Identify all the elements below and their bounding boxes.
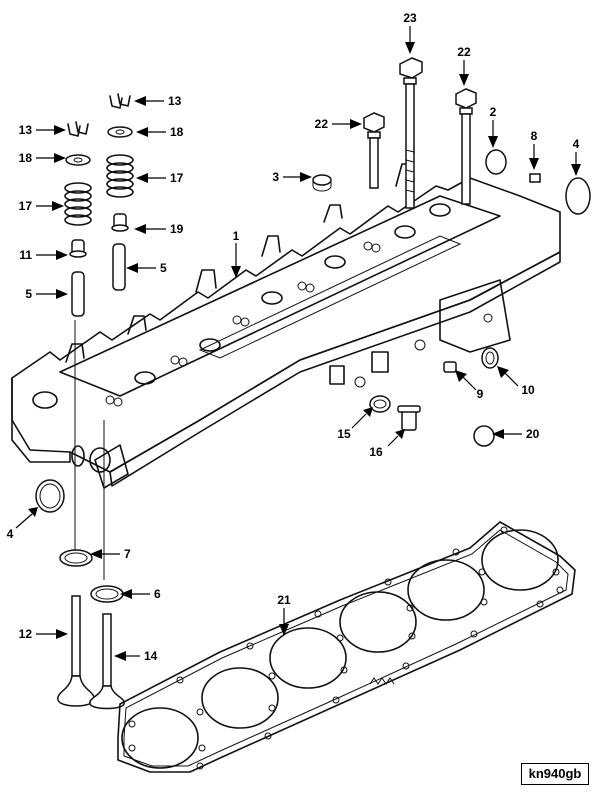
plug-10 xyxy=(481,347,499,369)
head-gasket xyxy=(117,521,576,773)
left-valve-stack xyxy=(64,121,92,560)
right-valve-stack xyxy=(103,93,134,580)
plug-16 xyxy=(397,405,421,431)
callout-17-left: 17 xyxy=(19,199,33,213)
callout-4-right: 4 xyxy=(573,137,580,151)
callout-labels: 1 2 3 4 4 5 5 6 7 8 9 10 11 12 13 13 14 … xyxy=(7,11,580,663)
head-bolt-23 xyxy=(399,57,423,209)
seat-6 xyxy=(90,585,124,603)
callout-18-left: 18 xyxy=(19,151,33,165)
plug-9 xyxy=(443,361,457,373)
callout-8: 8 xyxy=(531,129,538,143)
plug-20 xyxy=(473,425,495,447)
callout-5-left: 5 xyxy=(25,287,32,301)
callout-13-left: 13 xyxy=(19,123,33,137)
callout-13-right: 13 xyxy=(168,94,182,108)
seat-7 xyxy=(59,549,93,567)
callout-1: 1 xyxy=(233,229,240,243)
plug-2 xyxy=(485,149,507,175)
valve-seat-row xyxy=(105,203,451,407)
callout-11: 11 xyxy=(19,248,32,262)
callout-4-left: 4 xyxy=(7,527,14,541)
head-bolt-22-right xyxy=(455,88,477,205)
callout-7: 7 xyxy=(124,547,131,561)
valve-spring-left xyxy=(64,182,92,226)
callout-19: 19 xyxy=(170,222,184,236)
callout-16: 16 xyxy=(369,445,383,459)
gasket-holes xyxy=(128,526,564,770)
callout-18-right: 18 xyxy=(170,125,184,139)
callout-5-right: 5 xyxy=(160,261,167,275)
callout-9: 9 xyxy=(477,387,484,401)
cap-4-right xyxy=(565,177,591,215)
callout-leaders xyxy=(15,26,581,661)
valve-spring-right xyxy=(106,154,134,198)
callout-17-right: 17 xyxy=(170,171,184,185)
callout-12: 12 xyxy=(19,627,33,641)
callout-21: 21 xyxy=(277,593,291,607)
expansion-plug-3 xyxy=(312,174,332,192)
callout-23: 23 xyxy=(403,11,417,25)
callout-20: 20 xyxy=(526,427,540,441)
callout-2: 2 xyxy=(490,105,497,119)
cap-4-left xyxy=(35,479,65,513)
washer-15 xyxy=(369,395,391,413)
gasket-bores xyxy=(121,529,559,769)
callout-10: 10 xyxy=(521,383,535,397)
callout-3: 3 xyxy=(272,170,279,184)
figure-reference-code: kn940gb xyxy=(521,763,589,785)
cylinder-head xyxy=(11,163,561,489)
callout-14: 14 xyxy=(144,649,158,663)
intake-valve-12 xyxy=(57,595,95,707)
callout-22-right: 22 xyxy=(457,45,471,59)
callout-22-left: 22 xyxy=(315,117,329,131)
fitting-8 xyxy=(529,173,541,183)
head-bolt-22-left xyxy=(363,112,385,189)
exhaust-valve-14 xyxy=(89,613,125,710)
callout-6: 6 xyxy=(154,587,161,601)
callout-15: 15 xyxy=(337,427,351,441)
